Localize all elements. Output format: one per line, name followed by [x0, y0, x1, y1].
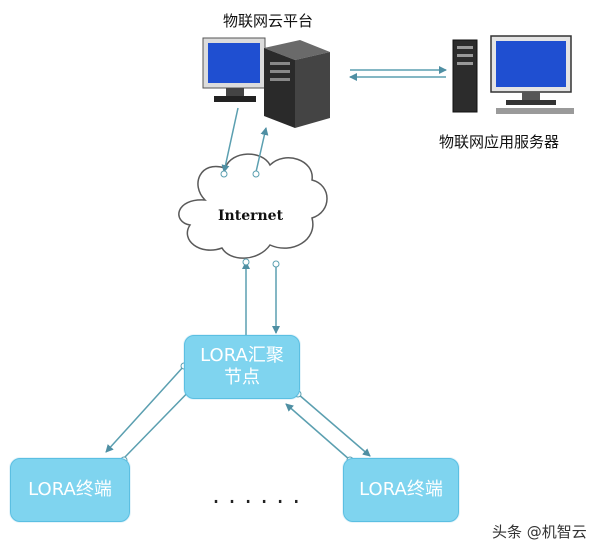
internet-cloud-icon	[178, 153, 328, 259]
ellipsis-text: ......	[210, 484, 307, 508]
right-terminal-node: LORA终端	[343, 458, 459, 522]
left-terminal-label: LORA终端	[28, 479, 112, 500]
platform-cloud-link	[220, 107, 269, 178]
platform-computer-icon	[202, 37, 330, 128]
watermark-text: 头条 @机智云	[492, 523, 587, 541]
internet-label: Internet	[218, 208, 284, 224]
gateway-label-line1: LORA汇聚	[200, 345, 284, 366]
gateway-right-terminal-link	[285, 390, 371, 464]
cloud-gateway-link	[242, 258, 280, 335]
gateway-label-line2: 节点	[224, 367, 260, 388]
app-server-computer-icon	[452, 35, 574, 114]
platform-appserver-link	[349, 66, 447, 81]
left-terminal-node: LORA终端	[10, 458, 130, 522]
gateway-node: LORA汇聚 节点	[184, 335, 300, 399]
right-terminal-label: LORA终端	[359, 479, 443, 500]
platform-label: 物联网云平台	[223, 12, 314, 30]
app-server-label: 物联网应用服务器	[439, 133, 560, 151]
